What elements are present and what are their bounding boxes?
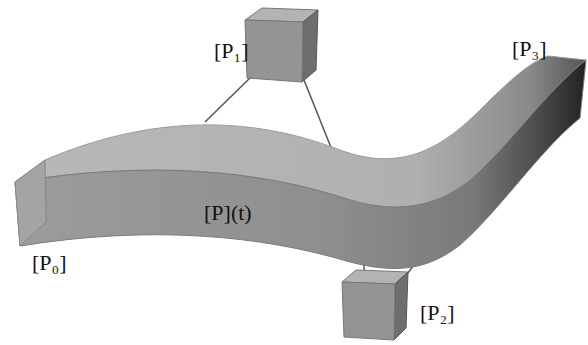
point-label: [P₂] bbox=[420, 302, 455, 324]
point-label: [P](t) bbox=[204, 202, 252, 224]
control-line bbox=[205, 76, 252, 122]
point-label: [P₀] bbox=[32, 252, 67, 274]
band-end-face bbox=[15, 160, 46, 246]
point-label: [P₁] bbox=[214, 40, 249, 62]
point-label: [P₃] bbox=[512, 38, 547, 60]
band-front-face bbox=[15, 60, 586, 268]
control-cube bbox=[342, 270, 408, 340]
control-cube bbox=[245, 8, 318, 82]
